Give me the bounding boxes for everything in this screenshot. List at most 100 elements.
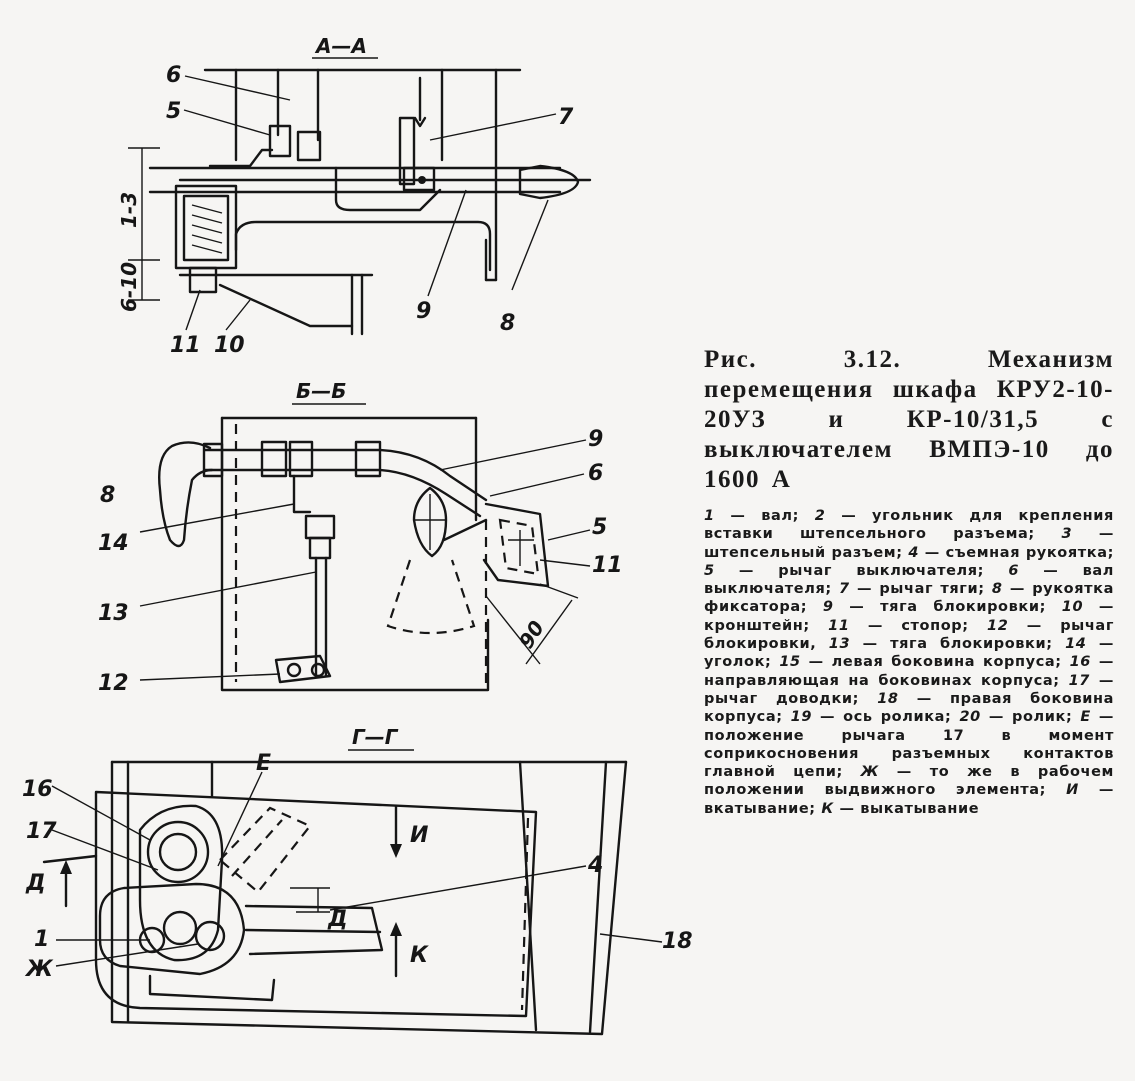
legend-number: 15 — [779, 654, 801, 671]
label-gg-zh: Ж — [24, 957, 54, 982]
legend-number: К — [821, 800, 834, 817]
legend-entry: 4 — съемная рукоятка; — [908, 544, 1114, 561]
section-bb-title: Б—Б — [296, 379, 347, 403]
legend-entry: 3 — штепсельный разъем; — [704, 526, 1115, 561]
legend-entry: 9 — тяга блокировки; — [822, 599, 1046, 616]
legend-entry: 20 — ролик; — [959, 709, 1073, 726]
legend-number: 4 — [908, 544, 920, 561]
legend-number: Е — [1080, 709, 1091, 726]
section-bb-drawing: Б—Б — [98, 379, 623, 696]
label-aa-5: 5 — [166, 99, 181, 124]
technical-drawing: А—А — [22, 34, 693, 1036]
label-aa-8: 8 — [500, 311, 515, 336]
legend-text: правая боковина корпуса; — [704, 690, 1114, 726]
label-aa-7: 7 — [558, 105, 574, 130]
label-gg-1: 1 — [34, 927, 49, 952]
caption-legend: 1 — вал; 2 — угольник для крепления вста… — [704, 507, 1114, 818]
legend-entry: 10 — кронштейн; — [704, 599, 1114, 634]
legend-text: рычаг выключателя; — [778, 562, 985, 579]
figure-caption: Рис. 3.12. Механизм перемещения шкафа КР… — [704, 345, 1114, 818]
legend-entry: И — вкатывание; — [704, 782, 1114, 817]
legend-number: 14 — [1065, 636, 1087, 653]
legend-number: 9 — [822, 599, 834, 616]
legend-number: 7 — [839, 581, 850, 598]
legend-entry: 5 — рычаг выключателя; — [704, 562, 985, 579]
label-bb-5: 5 — [592, 515, 607, 540]
legend-number: 3 — [1061, 526, 1073, 543]
legend-number: 17 — [1068, 672, 1090, 689]
legend-number: 20 — [959, 709, 981, 726]
legend-number: Ж — [860, 764, 880, 781]
legend-text: кронштейн; — [704, 617, 810, 634]
legend-number: 12 — [987, 617, 1009, 634]
section-gg-title: Г—Г — [352, 725, 399, 749]
label-gg-d-left: Д — [25, 871, 46, 896]
dimension-90: 90 — [514, 616, 549, 652]
legend-entry: Ж — то же в рабочем положении выдвижного… — [704, 764, 1115, 799]
label-aa-9: 9 — [416, 299, 431, 324]
legend-text: рукоятка фиксатора; — [704, 581, 1114, 616]
legend-number: 2 — [814, 508, 826, 524]
legend-text: то же в рабочем положении выдвижного эле… — [704, 764, 1115, 799]
legend-entry: 18 — правая боковина корпуса; — [704, 690, 1114, 726]
legend-entry: 17 — рычаг доводки; — [704, 672, 1114, 707]
section-aa-drawing: А—А — [117, 34, 592, 358]
section-aa-title: А—А — [314, 34, 367, 58]
legend-number: 19 — [790, 709, 813, 726]
legend-entry: 2 — угольник для крепления вставки штепс… — [704, 508, 1114, 543]
legend-number: 5 — [704, 562, 715, 579]
label-gg-k: К — [410, 943, 429, 968]
legend-number: 8 — [991, 581, 1003, 598]
label-bb-11: 11 — [592, 553, 623, 578]
dimension-6-10: 6-10 — [117, 262, 141, 312]
label-bb-14: 14 — [98, 531, 129, 556]
legend-entry: Е — положение рычага 17 в момент соприко… — [704, 709, 1114, 781]
legend-text: уголок; — [704, 654, 772, 671]
label-gg-16: 16 — [22, 777, 53, 802]
legend-text: направляющая на боковинах корпуса; — [704, 672, 1060, 689]
legend-number: 18 — [877, 690, 899, 707]
label-bb-8: 8 — [100, 483, 115, 508]
legend-entry: 15 — левая боковина корпуса; — [779, 654, 1062, 671]
legend-number: 10 — [1061, 599, 1084, 616]
legend-text: рычаг тяги; — [879, 581, 985, 598]
legend-text: тяга блокировки; — [890, 636, 1053, 653]
legend-text: ролик; — [1011, 709, 1073, 726]
label-aa-6: 6 — [166, 63, 181, 88]
legend-text: тяга блокировки; — [880, 599, 1046, 616]
label-aa-10: 10 — [214, 333, 245, 358]
legend-entry: 14 — уголок; — [704, 636, 1115, 671]
legend-entry: 11 — стопор; — [828, 617, 969, 634]
legend-text: положение рычага 17 в момент соприкоснов… — [704, 727, 1114, 781]
legend-text: стопор; — [901, 617, 969, 634]
legend-entry: К — выкатывание — [821, 800, 980, 817]
legend-text: вкатывание; — [704, 800, 816, 817]
legend-entry: 7 — рычаг тяги; — [839, 581, 985, 598]
legend-number: 11 — [828, 617, 850, 634]
label-bb-13: 13 — [98, 601, 129, 626]
legend-number: 13 — [828, 636, 851, 653]
label-gg-i: И — [410, 823, 428, 848]
legend-text: рычаг доводки; — [704, 690, 860, 707]
legend-entry: 1 — вал; — [704, 508, 800, 524]
legend-text: вал; — [761, 508, 800, 524]
legend-entry: 12 — рычаг блокировки, — [704, 617, 1114, 653]
legend-entry: 19 — ось ролика; — [790, 709, 952, 726]
legend-text: выкатывание — [860, 800, 980, 817]
label-gg-4: 4 — [587, 853, 603, 878]
legend-entry: 16 — направляющая на боковинах корпуса; — [704, 654, 1115, 689]
legend-text: рычаг блокировки, — [704, 617, 1114, 653]
caption-title: Рис. 3.12. Механизм перемещения шкафа КР… — [704, 346, 1114, 493]
legend-text: съемная рукоятка; — [945, 544, 1114, 561]
legend-number: 16 — [1069, 654, 1091, 671]
label-gg-17: 17 — [26, 819, 57, 844]
label-bb-6: 6 — [588, 461, 603, 486]
section-gg-drawing: Г—Г — [22, 725, 693, 1036]
label-aa-11: 11 — [170, 333, 201, 358]
legend-number: 1 — [704, 508, 715, 524]
legend-number: 6 — [1008, 562, 1020, 579]
dimension-1-3: 1-3 — [117, 192, 141, 228]
legend-text: ось ролика; — [843, 709, 952, 726]
label-bb-12: 12 — [98, 671, 129, 696]
legend-text: левая боковина корпуса; — [831, 654, 1062, 671]
